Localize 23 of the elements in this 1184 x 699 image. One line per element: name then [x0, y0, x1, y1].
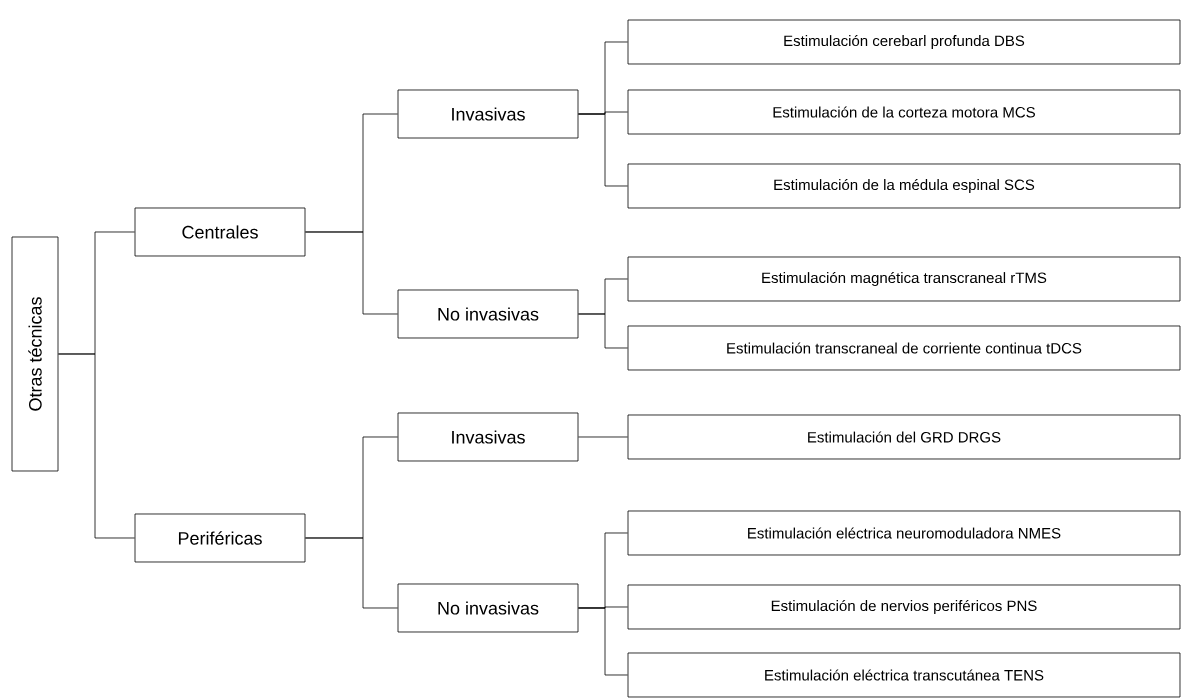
technique-box: Estimulación de la corteza motora MCS: [627, 89, 1181, 135]
category-box: Periféricas: [134, 513, 306, 563]
technique-box: Estimulación eléctrica neuromoduladora NMES: [627, 510, 1181, 556]
category-box: Centrales: [134, 207, 306, 257]
technique-box: Estimulación del GRD DRGS: [627, 414, 1181, 460]
technique-box: Estimulación eléctrica transcutánea TENS: [627, 652, 1181, 698]
root-box: Otras técnicas: [11, 236, 59, 472]
technique-box: Estimulación transcraneal de corriente continua tDCS: [627, 325, 1181, 371]
connector-line: [578, 436, 628, 438]
connector-line: [305, 231, 398, 315]
technique-box: Estimulación de nervios periféricos PNS: [627, 584, 1181, 630]
connector-line: [578, 313, 628, 349]
category-box: No invasivas: [397, 583, 579, 633]
technique-box: Estimulación de la médula espinal SCS: [627, 163, 1181, 209]
connector-line: [578, 607, 628, 676]
connector-line: [58, 353, 135, 539]
technique-box: Estimulación cerebarl profunda DBS: [627, 19, 1181, 65]
technique-box: Estimulación magnética transcraneal rTMS: [627, 256, 1181, 302]
connector-line: [578, 113, 628, 187]
category-box: Invasivas: [397, 412, 579, 462]
category-box: Invasivas: [397, 89, 579, 139]
connector-line: [305, 537, 398, 609]
category-box: No invasivas: [397, 289, 579, 339]
